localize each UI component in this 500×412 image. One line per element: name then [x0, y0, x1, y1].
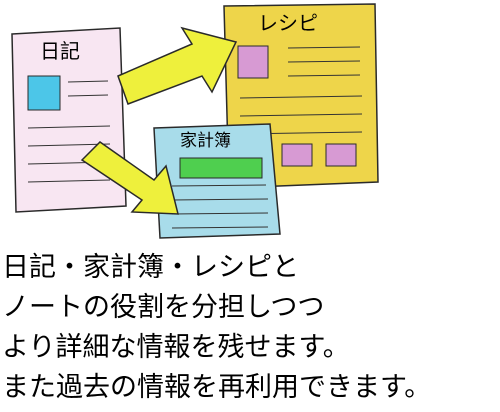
- budget-green-bar: [179, 157, 263, 179]
- household-budget-document: 家計簿: [153, 123, 281, 239]
- arrow-to-budget-icon: [80, 141, 179, 215]
- caption-line-4: また過去の情報を再利用できます。: [2, 372, 432, 403]
- recipe-title: レシピ: [258, 11, 318, 35]
- diary-title: 日記: [40, 39, 80, 63]
- recipe-text-lines: [239, 46, 363, 135]
- caption-line-1: 日記・家計簿・レシピと: [2, 252, 299, 283]
- caption: 日記・家計簿・レシピと ノートの役割を分担しつつ より詳細な情報を残せます。 ま…: [0, 248, 500, 408]
- recipe-box-2: [325, 143, 357, 167]
- illustration: 日記 レシピ 家計簿: [11, 3, 379, 239]
- caption-line-3: より詳細な情報を残せます。: [2, 332, 350, 363]
- arrow-to-recipe-icon: [117, 26, 238, 105]
- recipe-box-1: [281, 143, 313, 167]
- diary-document: 日記: [11, 27, 127, 213]
- recipe-photo: [237, 45, 269, 79]
- diary-photo: [27, 75, 61, 111]
- budget-title: 家計簿: [180, 131, 231, 151]
- budget-text-lines: [171, 184, 269, 229]
- diary-text-lines: [27, 80, 111, 183]
- caption-line-2: ノートの役割を分担しつつ: [2, 292, 325, 323]
